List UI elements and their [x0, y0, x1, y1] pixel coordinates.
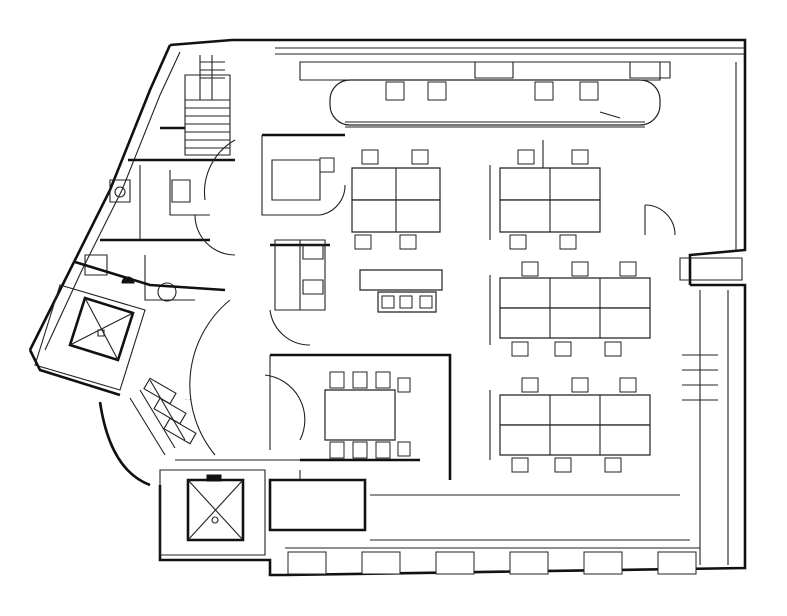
- workstation-cluster-1: [352, 150, 440, 249]
- right-side-details: [645, 205, 742, 400]
- workstation-cluster-3: [490, 262, 650, 356]
- workstation-cluster-2: [490, 140, 600, 249]
- elevator-left: [35, 285, 145, 390]
- meeting-table-group: [325, 372, 410, 458]
- utility-box: [270, 480, 365, 530]
- stair-core: [160, 55, 230, 155]
- service-core: [75, 140, 235, 301]
- workstation-cluster-4: [490, 378, 650, 472]
- utility-box-group: [270, 470, 365, 530]
- center-island: [360, 270, 442, 312]
- window-counter-top: [300, 62, 670, 127]
- meeting-table: [325, 390, 395, 440]
- interior-walls: [262, 135, 450, 480]
- entry-area: · ·: [100, 300, 300, 485]
- elevator-bottom: [160, 470, 265, 555]
- svg-text:· ·: · ·: [185, 397, 191, 404]
- window-counter-bottom: [285, 495, 700, 574]
